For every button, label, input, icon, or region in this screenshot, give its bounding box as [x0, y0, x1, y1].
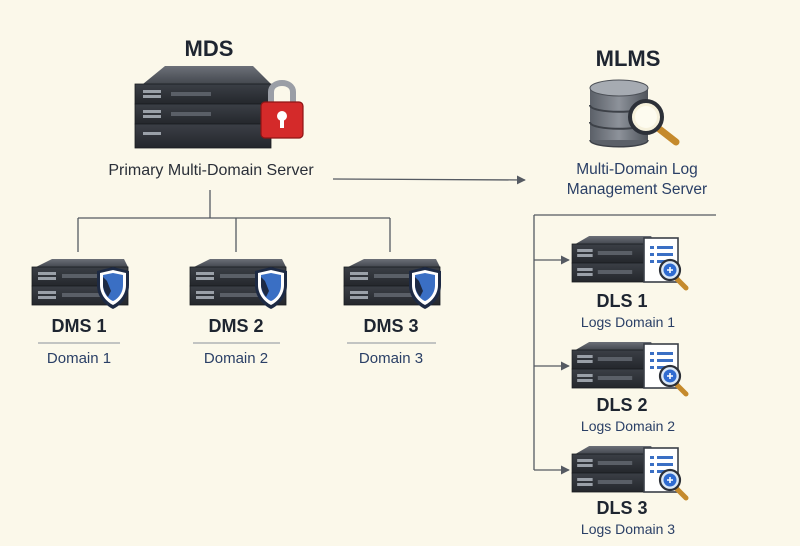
dls2-title: DLS 2 — [596, 395, 648, 415]
dms3-title: DMS 3 — [363, 316, 419, 336]
dms1-title: DMS 1 — [51, 316, 107, 336]
dms3-server-shield-icon — [343, 258, 441, 309]
dms3-domain: Domain 3 — [358, 350, 424, 367]
database-search-icon — [589, 79, 680, 148]
mlms-description: Multi-Domain Log Management Server — [567, 160, 707, 200]
server-lock-icon — [134, 66, 304, 149]
mds-to-mlms-arrow — [332, 175, 526, 185]
dms2-title: DMS 2 — [208, 316, 264, 336]
dms1-domain: Domain 1 — [46, 350, 112, 367]
mds-subtitle: Primary Multi-Domain Server — [108, 162, 314, 179]
dls2-logs: Logs Domain 2 — [580, 418, 676, 434]
mlms-title: MLMS — [595, 46, 661, 71]
dms2-domain: Domain 2 — [203, 350, 269, 367]
dls3-logs: Logs Domain 3 — [580, 521, 676, 537]
dls2-server-log-search-icon — [571, 341, 686, 394]
dls3-title: DLS 3 — [596, 498, 648, 518]
dls1-logs: Logs Domain 1 — [580, 314, 676, 330]
mlms-description-line1: Multi-Domain Log — [576, 161, 698, 178]
dms1-server-shield-icon — [31, 258, 129, 309]
dms2-server-shield-icon — [189, 258, 287, 309]
dls3-server-log-search-icon — [571, 445, 686, 498]
mds-title: MDS — [184, 36, 234, 61]
dls1-title: DLS 1 — [596, 291, 648, 311]
dls1-server-log-search-icon — [571, 235, 686, 288]
mlms-description-line2: Management Server — [566, 181, 708, 198]
